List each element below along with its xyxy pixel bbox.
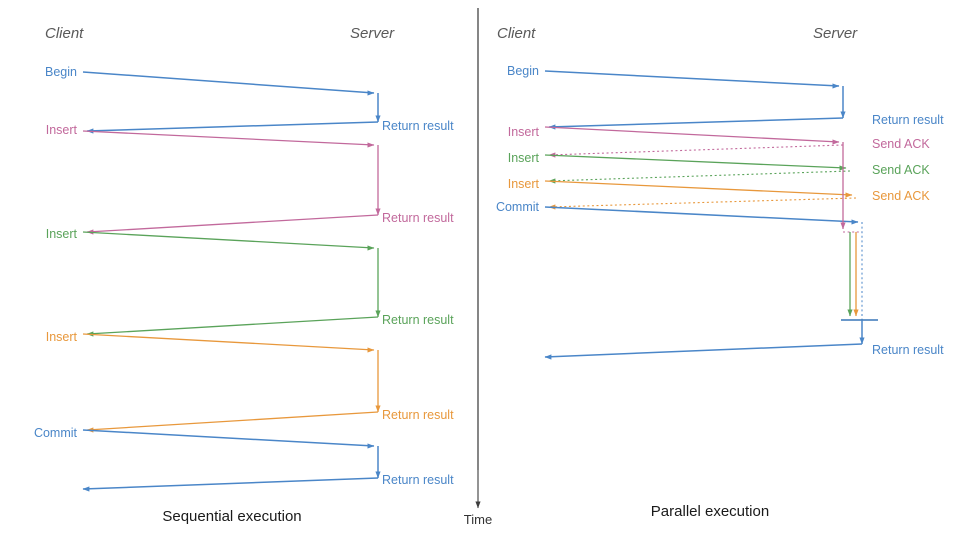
flow-return-5: [82, 477, 379, 492]
flow-begin: [82, 71, 375, 96]
server-label-return-2: Return result: [872, 343, 944, 357]
flow-insert-3: [82, 333, 375, 353]
client-label-begin: Begin: [45, 65, 77, 79]
time-axis-label: Time: [464, 512, 492, 527]
flow-return-3: [86, 316, 379, 337]
flow-return-1: [548, 117, 844, 130]
server-label-return-3: Return result: [382, 313, 454, 327]
flow-insert-2: [544, 154, 847, 171]
client-label-begin: Begin: [507, 64, 539, 78]
flow-begin: [544, 70, 840, 89]
panel-caption-sequential: Sequential execution: [162, 508, 301, 525]
lane-header-server: Server: [813, 25, 858, 42]
client-label-insert-1: Insert: [46, 123, 78, 137]
flow-return-2: [544, 343, 863, 360]
server-label-return-5: Return result: [382, 473, 454, 487]
flow-insert-2: [82, 231, 375, 251]
server-label-return-1: Return result: [872, 113, 944, 127]
flow-return-1: [86, 121, 379, 134]
flow-ack-3: [548, 197, 857, 210]
server-label-ack-3: Send ACK: [872, 189, 930, 203]
server-label-return-2: Return result: [382, 211, 454, 225]
panel-caption-parallel: Parallel execution: [651, 503, 769, 520]
server-label-ack-2: Send ACK: [872, 163, 930, 177]
flow-insert-1: [82, 130, 375, 148]
flow-ack-1: [548, 144, 844, 158]
flow-commit: [82, 429, 375, 449]
server-label-return-4: Return result: [382, 408, 454, 422]
flow-commit: [544, 206, 859, 225]
client-label-insert-2: Insert: [508, 151, 540, 165]
client-label-insert-1: Insert: [508, 125, 540, 139]
flow-return-4: [86, 411, 379, 433]
flow-insert-1: [544, 126, 840, 145]
flow-return-2: [86, 214, 379, 235]
client-label-commit: Commit: [496, 200, 540, 214]
client-label-insert-3: Insert: [46, 330, 78, 344]
panel-divider-layer: Time: [464, 8, 492, 527]
client-label-insert-3: Insert: [508, 177, 540, 191]
lane-header-client: Client: [45, 25, 84, 42]
client-label-insert-2: Insert: [46, 227, 78, 241]
flow-insert-3: [544, 180, 853, 198]
server-label-return-1: Return result: [382, 119, 454, 133]
flow-ack-2: [548, 170, 851, 184]
client-label-commit: Commit: [34, 426, 78, 440]
server-label-ack-1: Send ACK: [872, 137, 930, 151]
lane-header-client: Client: [497, 25, 536, 42]
lane-header-server: Server: [350, 25, 395, 42]
